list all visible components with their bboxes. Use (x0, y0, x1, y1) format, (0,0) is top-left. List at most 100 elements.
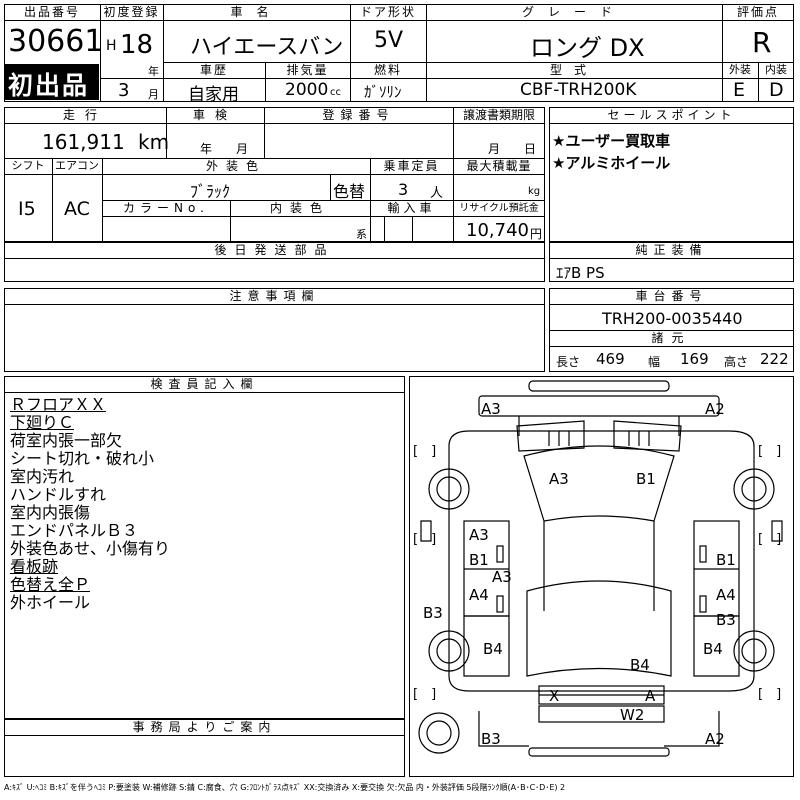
car-name: ハイエースバン (190, 35, 344, 60)
dims-label: 諸元 (651, 331, 692, 345)
damage-mark: A3 (469, 526, 489, 544)
note-line: ハンドルすれ (10, 485, 107, 504)
damage-mark: B1 (716, 551, 736, 569)
displacement: 2000 (285, 80, 329, 100)
car-diagram-box (409, 376, 794, 777)
divider (163, 4, 164, 102)
damage-mark: W2 (620, 706, 645, 724)
lot-no: 30661 (8, 24, 104, 59)
import-label: 輸入車 (387, 201, 436, 215)
note-line: エンドパネルＢ３ (10, 521, 139, 540)
divider (4, 174, 545, 175)
divider (426, 4, 427, 62)
divider (330, 174, 331, 200)
damage-mark: B3 (716, 611, 736, 629)
recycle-unit: 円 (530, 227, 543, 241)
damage-mark: B1 (636, 470, 656, 488)
office-label: 事務局よりご案内 (132, 720, 277, 734)
damage-mark: A3 (481, 400, 501, 418)
car-diagram (418, 380, 783, 757)
fuel-label: 燃料 (373, 63, 402, 77)
damage-mark: B4 (630, 656, 650, 674)
ac: AC (64, 198, 90, 220)
divider (4, 392, 405, 393)
displacement-label: 排気量 (286, 63, 329, 77)
first-listing-badge-text: 初出品 (8, 71, 90, 100)
divider (4, 20, 100, 21)
recycle: 10,740 (466, 220, 529, 241)
divider (4, 735, 405, 736)
divider (384, 216, 385, 242)
divider (100, 20, 794, 21)
displacement-unit: cc (330, 87, 341, 98)
damage-mark: B4 (483, 640, 503, 658)
divider (722, 4, 723, 102)
chassis-label: 車台番号 (635, 289, 708, 303)
inspector-box (4, 376, 405, 719)
office-box (4, 719, 405, 777)
divider (163, 78, 722, 79)
recycle-label: リサイクル預託金 (459, 203, 539, 214)
legend-footer: A:ｷｽﾞ U:ﾍｺﾐ B:ｷｽﾞを伴うﾍｺﾐ P:要塗装 W:補修跡 S:錆 … (4, 783, 566, 792)
int-color-suffix: 系 (356, 228, 367, 241)
divider (4, 304, 545, 305)
divider (102, 216, 545, 217)
later-parts-box (4, 242, 545, 282)
later-parts-label: 後日発送部品 (214, 243, 335, 257)
mileage-label: 走行 (62, 108, 107, 122)
length-label: 長さ (556, 355, 581, 369)
divider (166, 107, 167, 158)
color: ﾌﾞﾗｯｸ (190, 182, 231, 201)
divider (163, 62, 794, 63)
load-unit: kg (528, 186, 541, 197)
damage-mark: B4 (703, 640, 723, 658)
history: 自家用 (188, 85, 239, 105)
damage-mark: A2 (705, 730, 725, 748)
sales-label: セールスポイント (607, 108, 736, 122)
damage-mark: B1 (469, 551, 489, 569)
score: R (752, 26, 772, 59)
capacity: 3 (398, 180, 409, 199)
divider (758, 62, 759, 102)
reg-no-label: 登録番号 (322, 108, 395, 122)
equip-label: 純正装備 (635, 243, 708, 257)
grade: ロング DX (530, 34, 645, 62)
inspection-label: 車検 (192, 108, 237, 122)
shift: I5 (18, 198, 36, 220)
note-line: 看板跡 (10, 557, 59, 576)
note-line: 下廻りＣ (10, 413, 75, 432)
color-no-label: カラーNo. (123, 201, 209, 215)
era: H (106, 38, 117, 54)
note-line: 外装色あせ、小傷有り (10, 539, 171, 558)
divider (100, 78, 163, 79)
height: 222 (760, 350, 789, 368)
equip: ｴｱB PS (556, 264, 605, 282)
sales-point: ★ユーザー買取車 (552, 132, 671, 150)
first-reg-label: 初度登録 (103, 5, 160, 19)
first-listing-badge (5, 64, 99, 100)
divider (549, 304, 794, 305)
car-name-label: 車名 (230, 5, 283, 19)
divider (102, 200, 545, 201)
note-line: 外ホイール (10, 593, 91, 612)
model: CBF-TRH200K (520, 80, 637, 100)
bracket-mark: [ ] (413, 532, 437, 547)
bracket-mark: [ ] (413, 444, 437, 459)
height-label: 高さ (724, 355, 749, 369)
ac-label: エアコン (55, 159, 99, 172)
divider (4, 123, 545, 124)
bracket-mark: [ ] (758, 687, 782, 702)
divider (549, 258, 794, 259)
divider (350, 62, 351, 102)
divider (4, 158, 545, 159)
model-label: 型式 (549, 63, 598, 77)
bracket-mark: [ ] (413, 687, 437, 702)
load-label: 最大積載量 (466, 159, 532, 173)
damage-mark: X (549, 687, 560, 705)
inspector-label: 検査員記入欄 (150, 377, 259, 391)
note-line: 室内内張傷 (10, 503, 91, 522)
month-unit: 月 (148, 88, 159, 101)
length: 469 (596, 350, 625, 368)
damage-mark: A4 (716, 586, 736, 604)
inspector-notes: ＲフロアＸＸ 下廻りＣ 荷室内張一部欠 シート切れ・破れ小 室内汚れ ハンドルす… (10, 396, 170, 612)
